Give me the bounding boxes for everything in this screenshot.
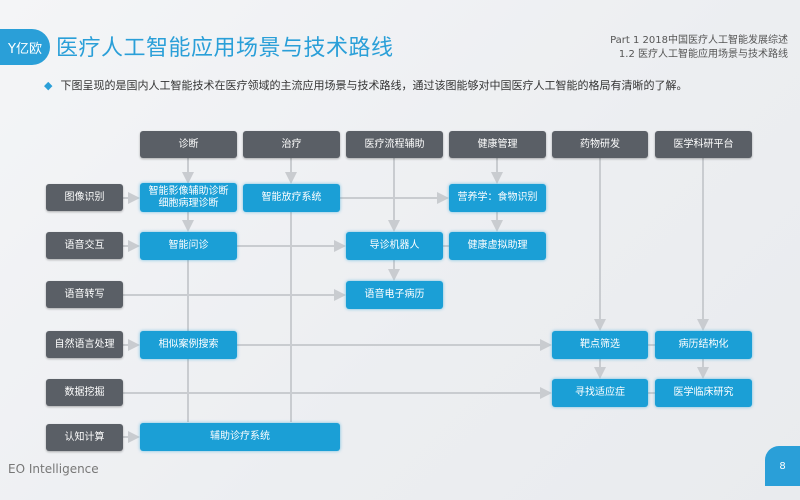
row-header-cognitive-computing: 认知计算 <box>46 424 123 451</box>
column-header-diagnosis: 诊断 <box>140 131 237 158</box>
row-header-voice-interaction: 语音交互 <box>46 232 123 259</box>
row-header-data-mining: 数据挖掘 <box>46 379 123 406</box>
app-guide-robot: 导诊机器人 <box>346 232 443 260</box>
app-indication-finding: 寻找适应症 <box>552 379 648 407</box>
app-radiotherapy: 智能放疗系统 <box>243 184 340 212</box>
intro: ◆ 下图呈现的是国内人工智能技术在医疗领域的主流应用场景与技术路线，通过该图能够对… <box>44 77 687 93</box>
app-imaging-diagnosis: 智能影像辅助诊断 细胞病理诊断 <box>140 183 237 212</box>
row-header-speech-transcription: 语音转写 <box>46 281 123 308</box>
page-title: 医疗人工智能应用场景与技术路线 <box>56 36 394 61</box>
diamond-bullet-icon: ◆ <box>44 79 53 92</box>
intro-text: 下图呈现的是国内人工智能技术在医疗领域的主流应用场景与技术路线，通过该图能够对中… <box>60 79 688 92</box>
breadcrumb: Part 1 2018中国医疗人工智能发展综述 1.2 医疗人工智能应用场景与技… <box>610 34 788 62</box>
app-clinical-research: 医学临床研究 <box>655 379 752 407</box>
column-header-process-assist: 医疗流程辅助 <box>346 131 443 158</box>
app-case-search: 相似案例搜索 <box>140 331 237 359</box>
column-header-drug-rd: 药物研发 <box>552 131 648 158</box>
column-header-health-management: 健康管理 <box>449 131 546 158</box>
app-smart-inquiry: 智能问诊 <box>140 232 237 260</box>
breadcrumb-section: 1.2 医疗人工智能应用场景与技术路线 <box>618 49 788 60</box>
page-number: 8 <box>765 446 800 486</box>
row-header-nlp: 自然语言处理 <box>46 331 123 358</box>
app-cdss: 辅助诊疗系统 <box>140 423 340 451</box>
footer-brand: EO Intelligence <box>8 462 99 476</box>
app-nutrition: 营养学：食物识别 <box>449 184 546 212</box>
app-voice-emr: 语音电子病历 <box>346 281 443 309</box>
app-health-assistant: 健康虚拟助理 <box>449 232 546 260</box>
app-target-screening: 靶点筛选 <box>552 331 648 359</box>
column-header-research-platform: 医学科研平台 <box>655 131 752 158</box>
row-header-image-recognition: 图像识别 <box>46 184 123 211</box>
app-emr-structuring: 病历结构化 <box>655 331 752 359</box>
logo: Y亿欧 <box>0 29 50 65</box>
column-header-treatment: 治疗 <box>243 131 340 158</box>
breadcrumb-part: Part 1 2018中国医疗人工智能发展综述 <box>610 35 788 46</box>
